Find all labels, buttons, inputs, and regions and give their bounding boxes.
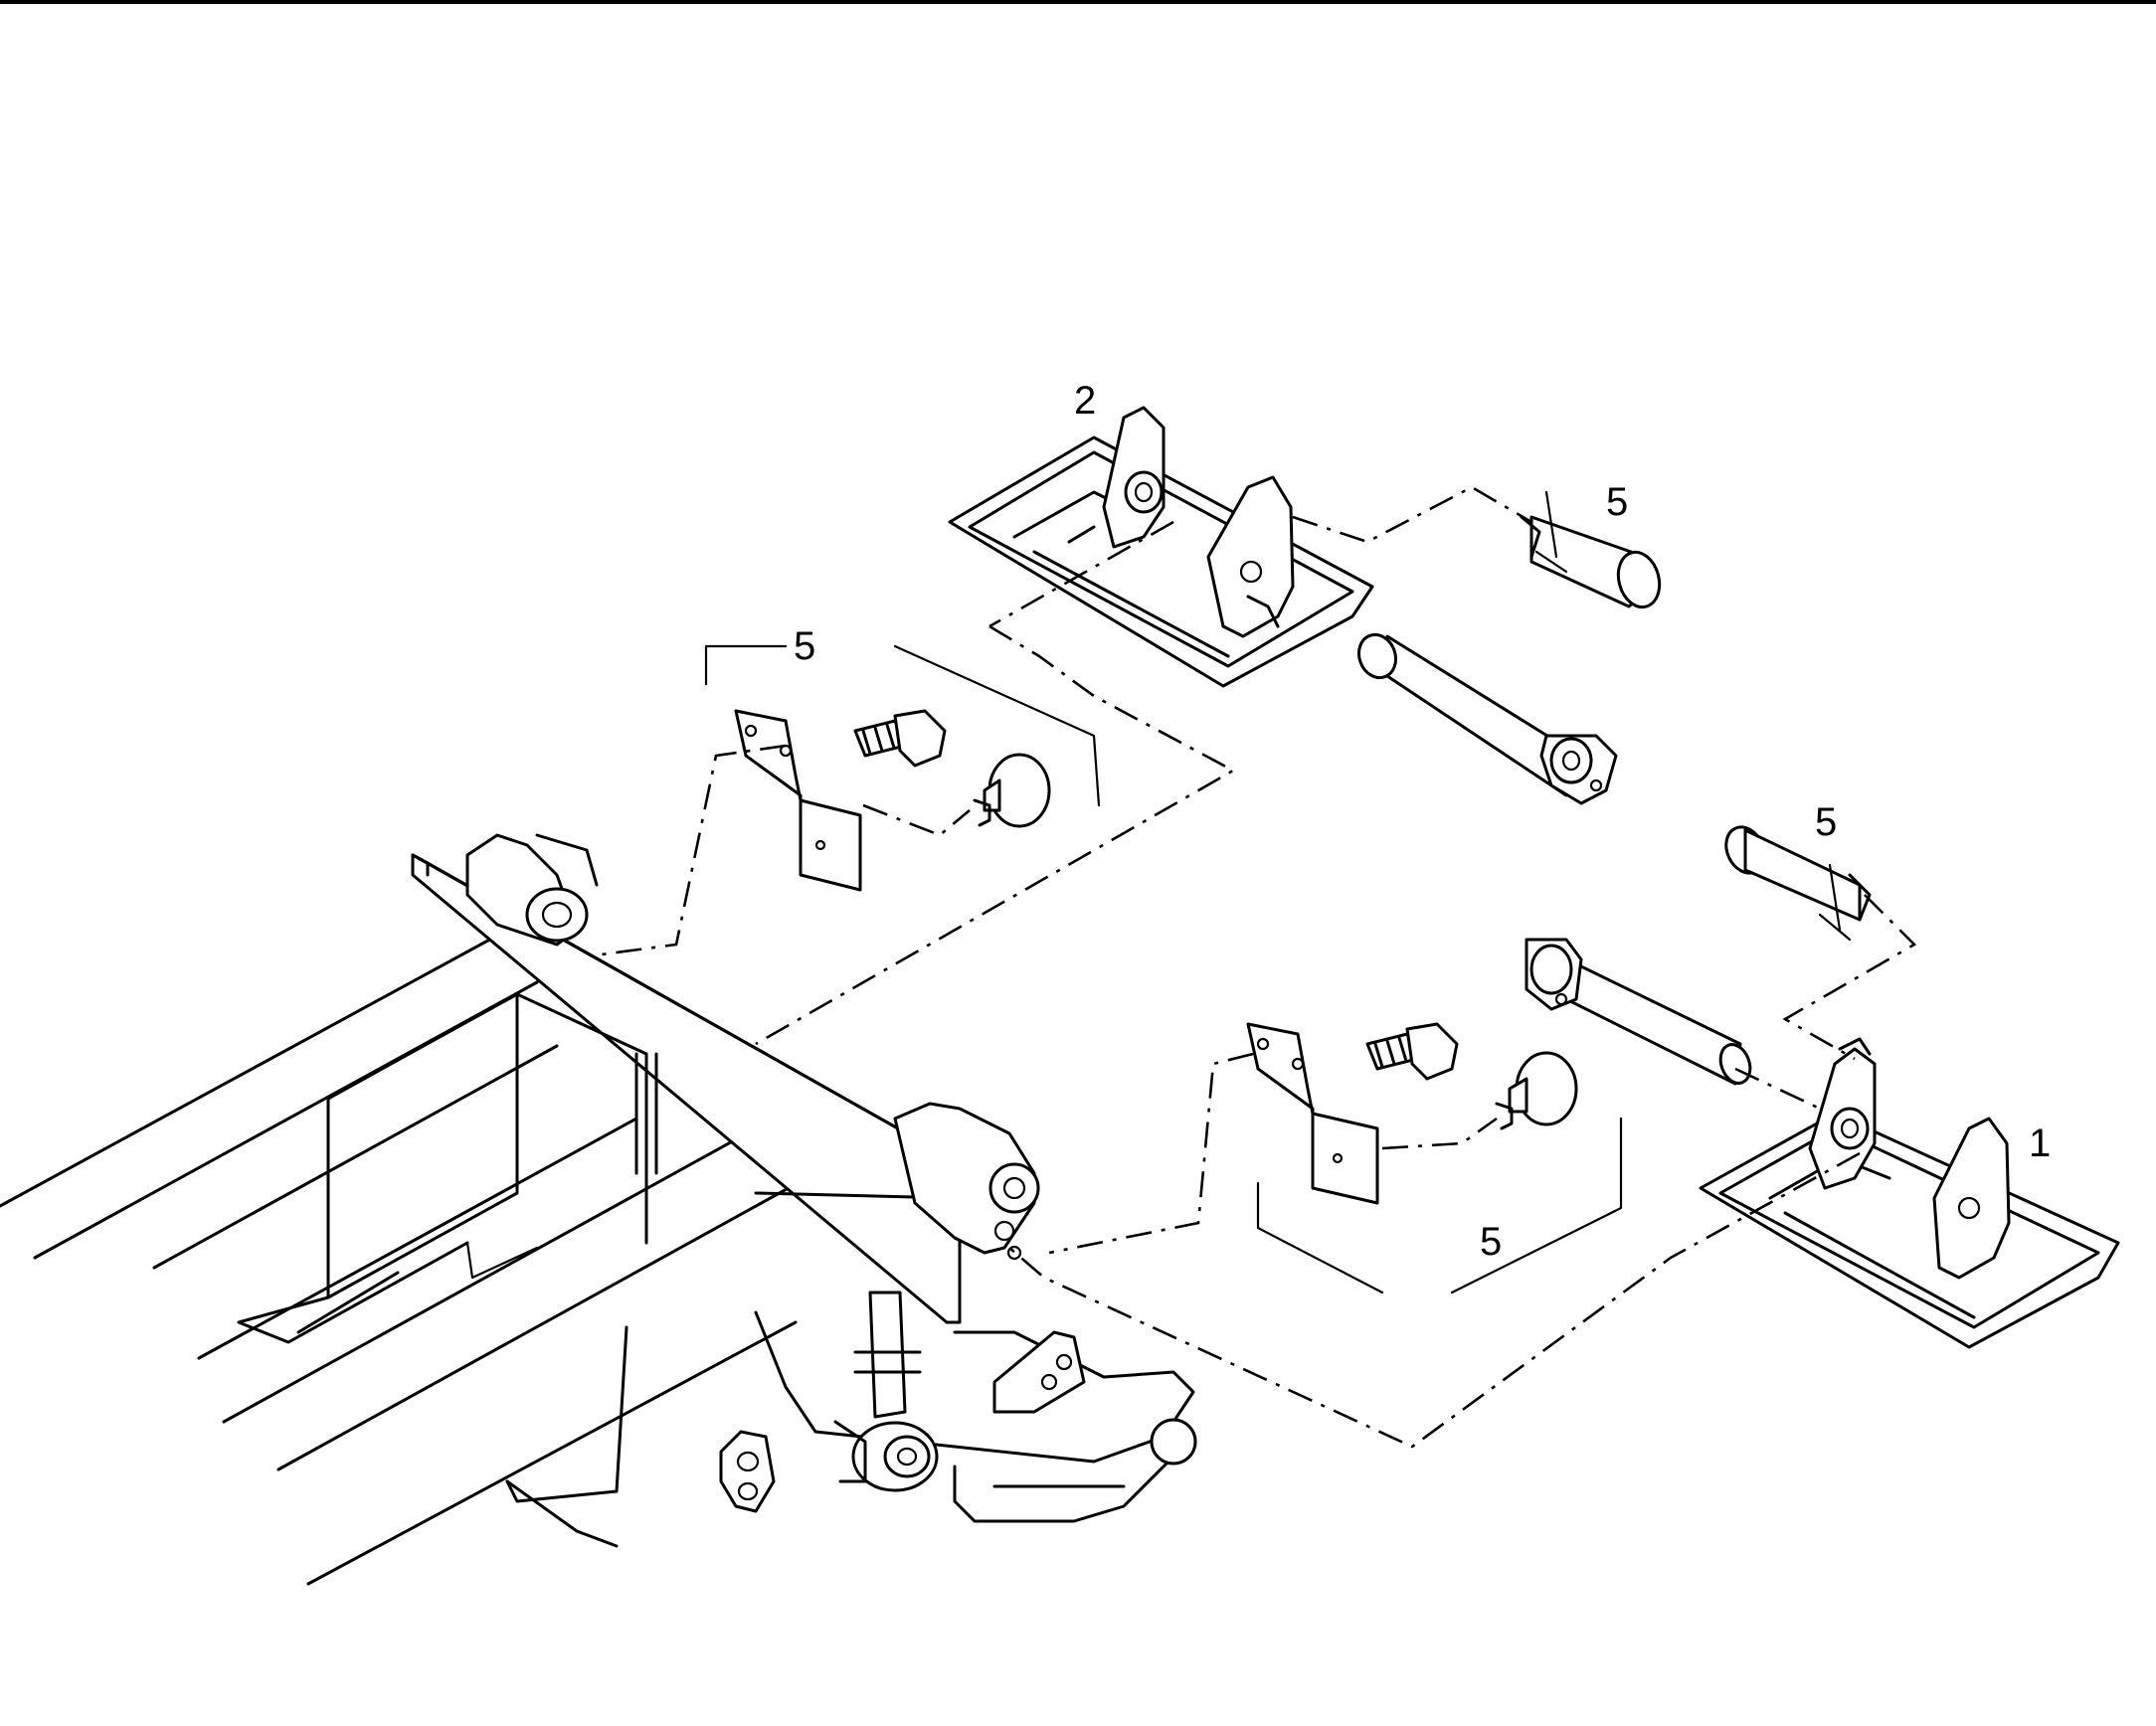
callout-hardware-lower: 5 — [1480, 1220, 1502, 1264]
chassis-frame — [0, 833, 1197, 1586]
top-border-rule — [0, 0, 2156, 4]
leader-lines — [601, 485, 1917, 1449]
callout-mount-top: 2 — [1074, 379, 1096, 423]
right-mount-bracket — [1699, 1037, 2120, 1349]
callouts: 2 5 5 5 1 5 — [794, 379, 2051, 1264]
callout-mount-right: 1 — [2029, 1122, 2051, 1165]
top-pin — [1520, 490, 1662, 609]
right-shaft — [1525, 938, 1752, 1086]
left-hardware — [734, 709, 1051, 892]
top-shaft — [1356, 632, 1618, 805]
callout-pin-top-right: 5 — [1606, 480, 1628, 524]
right-pin — [1724, 825, 1872, 942]
top-mount-bracket — [948, 406, 1374, 688]
callout-pin-right: 5 — [1815, 800, 1837, 844]
lower-hardware — [1246, 1022, 1578, 1205]
callout-hardware-left: 5 — [794, 624, 815, 668]
